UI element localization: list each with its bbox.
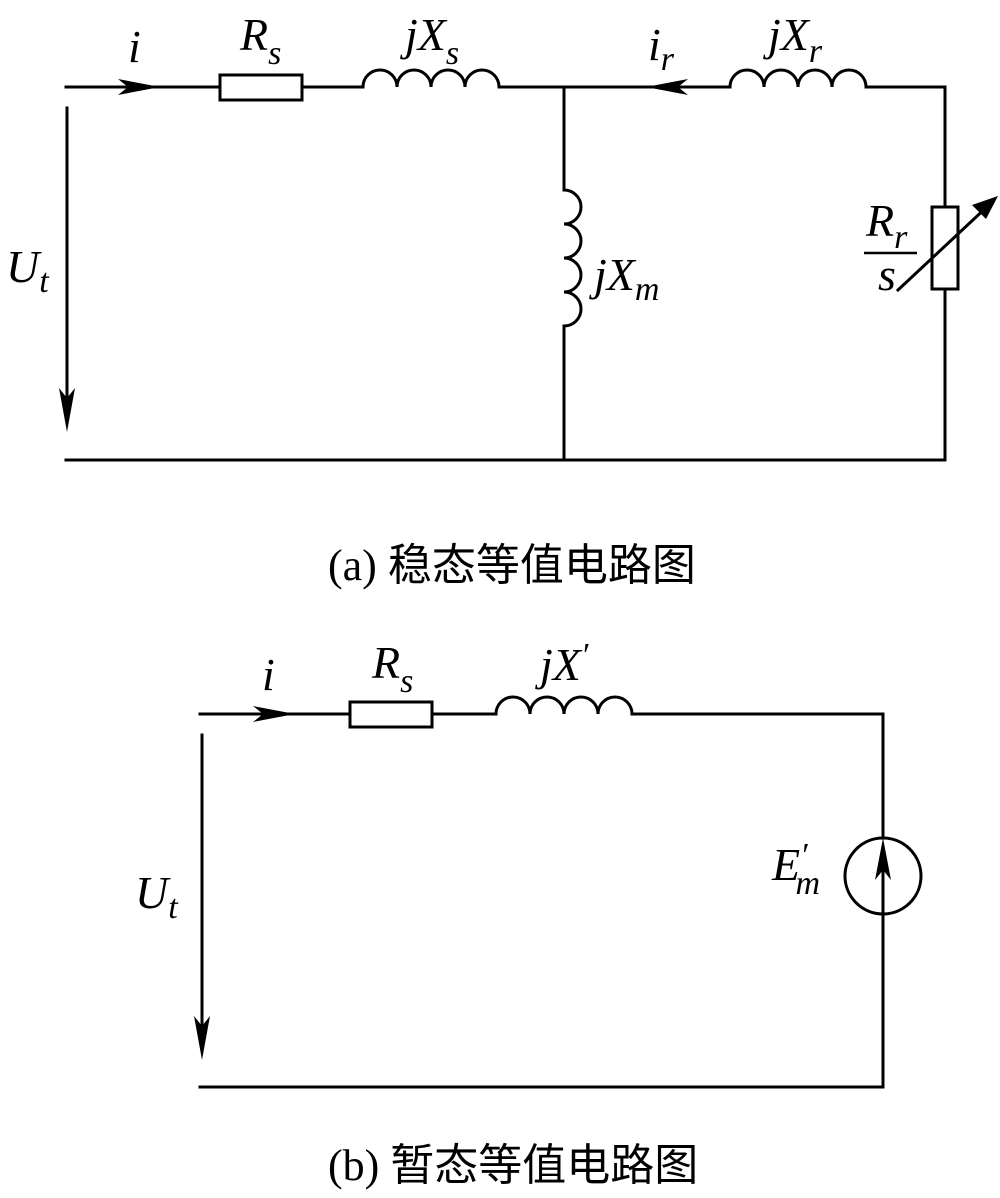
variable-arrow-head [972,196,998,219]
source-arrow-head [875,838,891,880]
label-ut-b: Ut [135,867,179,926]
label-rs: Rs [239,9,281,72]
label-i-b: i [262,649,275,700]
steady-state-circuit: i Rs jXs ir jXr jXm Rr s Ut (a) 稳态等值电路图 [6,9,998,590]
label-jxs: jXs [400,9,459,72]
inductor-jxm [562,188,583,328]
inductor-jx-prime [494,695,634,716]
resistor-rs [218,73,304,102]
voltage-ut-arrow-head [59,388,75,432]
current-ir-arrow [646,79,688,95]
resistor-rs-b [348,700,434,729]
caption-a: (a) 稳态等值电路图 [328,541,696,590]
inductor-jxs [361,68,501,89]
label-rr-denominator: s [878,249,896,300]
label-rr-numerator: Rr [865,195,908,256]
inductor-jxr [728,68,868,89]
voltage-ut-arrow-head-b [194,1016,210,1060]
current-i-arrow-b [253,706,295,722]
label-jx-prime: jX′ [535,637,589,690]
caption-b: (b) 暂态等值电路图 [328,1141,698,1190]
label-i: i [128,21,141,72]
label-em-prime: E′m [771,837,820,902]
label-jxm: jXm [589,249,659,308]
current-i-arrow [118,79,160,95]
transient-circuit: i Rs jX′ E′m Ut (b) 暂态等值电路图 [135,637,923,1190]
label-ut: Ut [6,241,50,300]
label-ir: ir [648,19,675,78]
label-jxr: jXr [763,9,823,70]
label-rs-b: Rs [371,637,413,700]
variable-arrow-shaft [895,201,993,293]
